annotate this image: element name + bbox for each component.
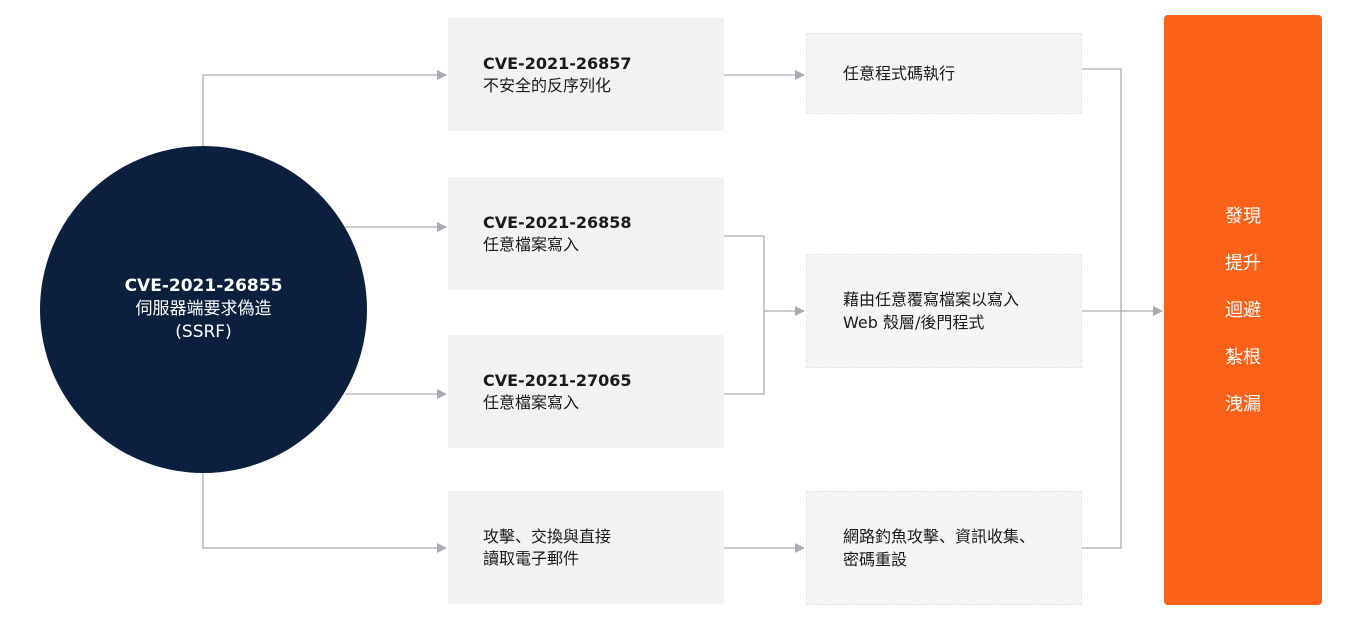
vuln-box-3: CVE-2021-27065 任意檔案寫入 <box>448 335 724 448</box>
vuln-box-4: 攻擊、交換與直接 讀取電子郵件 <box>448 491 724 604</box>
outcome-item-persistence: 紮根 <box>1225 346 1261 368</box>
impact-1-text: 任意程式碼執行 <box>843 64 956 83</box>
impact-2-text-line-1: 藉由任意覆寫檔案以寫入 <box>843 290 1020 309</box>
impact-2-text-line-2: Web 殼層/後門程式 <box>843 313 985 332</box>
vuln-box-2: CVE-2021-26858 任意檔案寫入 <box>448 177 724 290</box>
vuln-1-cve-id: CVE-2021-26857 <box>483 53 632 73</box>
vuln-4-description-line-1: 攻擊、交換與直接 <box>483 526 612 546</box>
connector-root-to-vuln-4 <box>202 473 447 553</box>
vuln-3-cve-id: CVE-2021-27065 <box>483 370 632 390</box>
outcome-item-evasion: 迴避 <box>1225 299 1261 321</box>
vuln-4-description-line-2: 讀取電子郵件 <box>483 548 580 568</box>
vuln-2-cve-id: CVE-2021-26858 <box>483 212 632 232</box>
connector-vuln-2-merge <box>724 235 765 395</box>
impact-3-text-line-1: 網路釣魚攻擊、資訊收集、 <box>843 527 1036 546</box>
impact-box-3: 網路釣魚攻擊、資訊收集、 密碼重設 <box>806 491 1082 605</box>
vuln-2-description: 任意檔案寫入 <box>483 234 580 254</box>
connector-impact-1-to-bus <box>1082 68 1122 549</box>
outcome-box: 發現 提升 迴避 紮根 洩漏 <box>1164 15 1322 605</box>
root-cve-description: 伺服器端要求偽造 <box>135 299 272 319</box>
vuln-1-description: 不安全的反序列化 <box>483 75 612 95</box>
root-vulnerability-circle: CVE-2021-26855 伺服器端要求偽造 (SSRF) <box>40 146 367 473</box>
outcome-item-exfiltration: 洩漏 <box>1225 393 1261 415</box>
root-cve-id: CVE-2021-26855 <box>124 276 283 296</box>
outcome-item-discovery: 發現 <box>1225 205 1261 227</box>
impact-box-1: 任意程式碼執行 <box>806 33 1082 114</box>
connector-root-to-vuln-1 <box>202 70 447 146</box>
root-cve-abbreviation: (SSRF) <box>175 322 232 342</box>
outcome-item-escalation: 提升 <box>1225 252 1261 274</box>
impact-3-text-line-2: 密碼重設 <box>843 550 908 569</box>
vuln-3-description: 任意檔案寫入 <box>483 392 580 412</box>
impact-box-2: 藉由任意覆寫檔案以寫入 Web 殼層/後門程式 <box>806 254 1082 368</box>
vuln-box-1: CVE-2021-26857 不安全的反序列化 <box>448 18 724 131</box>
